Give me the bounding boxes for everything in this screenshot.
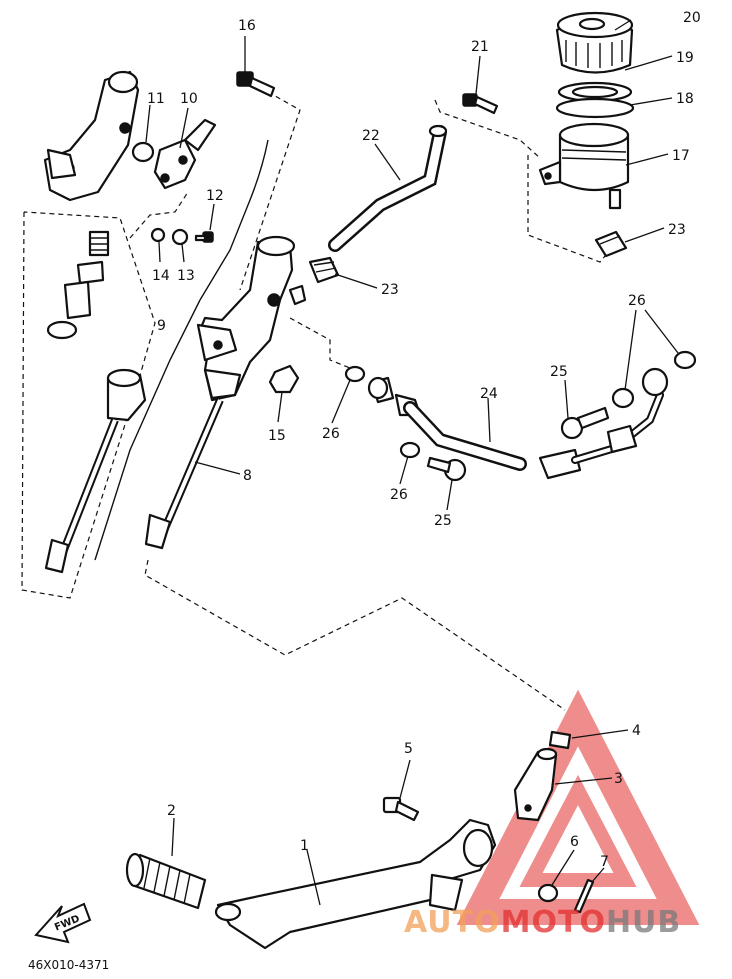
spring-parts: [46, 230, 110, 340]
washer-26c: [611, 387, 635, 409]
o-ring-11: [131, 141, 155, 163]
callout-23a: 23: [381, 282, 399, 298]
svg-text:AUTOMOTOHUB: AUTOMOTOHUB: [404, 905, 681, 940]
brake-pedal-1: [214, 818, 497, 950]
callout-26c: 26: [628, 293, 646, 309]
watermark-hub: HUB: [606, 905, 681, 940]
washer-26b: [399, 441, 421, 459]
callout-26b: 26: [390, 487, 408, 503]
callout-9: 9: [157, 318, 166, 334]
callout-25a: 25: [550, 364, 568, 380]
hose-22: [328, 124, 448, 252]
callout-3: 3: [614, 771, 623, 787]
callout-12: 12: [206, 188, 224, 204]
callout-2: 2: [167, 803, 176, 819]
clamp-23b: [594, 230, 628, 258]
callout-26a: 26: [322, 426, 340, 442]
watermark-logo: [456, 689, 700, 925]
callout-23b: 23: [668, 222, 686, 238]
watermark-moto: MOTO: [501, 905, 606, 940]
bolt-5: [382, 796, 420, 822]
callout-25b: 25: [434, 513, 452, 529]
diagram-code: 46X010-4371: [28, 958, 110, 972]
union-fitting-10: [153, 118, 217, 190]
screw-12: [194, 231, 214, 243]
pushrod-9: [44, 368, 147, 574]
banjo-bolt-25b: [426, 456, 467, 482]
callout-7: 7: [600, 854, 609, 870]
nut-4: [548, 730, 572, 750]
callout-10: 10: [180, 91, 198, 107]
banjo-bolt-25a: [560, 406, 610, 440]
washer-13: [171, 228, 189, 246]
callout-17: 17: [672, 148, 690, 164]
leader-lines: [145, 19, 679, 906]
bolt-16: [236, 71, 276, 98]
callout-15: 15: [268, 428, 286, 444]
callout-5: 5: [404, 741, 413, 757]
callout-24: 24: [480, 386, 498, 402]
washer-14: [150, 227, 166, 243]
watermark-text: AUTOMOTOHUB: [404, 905, 681, 940]
brake-hose-24: [367, 367, 669, 480]
callout-13: 13: [177, 268, 195, 284]
cotter-pin-7: [573, 878, 595, 914]
callout-6: 6: [570, 834, 579, 850]
callouts: 1 2 3 4 5 6 7 8 9 10 11 12 13 14 15 16 1…: [147, 10, 701, 870]
watermark-auto: AUTO: [404, 905, 501, 940]
clamp-23a: [308, 256, 340, 284]
callout-14: 14: [152, 268, 170, 284]
clevis-3: [513, 747, 558, 822]
callout-19: 19: [676, 50, 694, 66]
callout-16: 16: [238, 18, 256, 34]
washer-26d: [673, 350, 697, 370]
nut-15: [268, 364, 300, 394]
reservoir-assembly: [538, 11, 635, 210]
callout-4: 4: [632, 723, 641, 739]
callout-8: 8: [243, 468, 252, 484]
master-cylinder-8: [144, 235, 307, 550]
callout-20: 20: [683, 10, 701, 26]
fwd-arrow-icon: FWD: [34, 902, 92, 944]
bolt-21: [462, 93, 499, 115]
washer-6: [537, 883, 559, 903]
callout-21: 21: [471, 39, 489, 55]
brake-pedal-mount: [43, 70, 140, 202]
washer-26a: [344, 365, 366, 383]
callout-11: 11: [147, 91, 165, 107]
callout-22: 22: [362, 128, 380, 144]
callout-1: 1: [300, 838, 309, 854]
pedal-rubber-2: [125, 852, 207, 910]
callout-18: 18: [676, 91, 694, 107]
